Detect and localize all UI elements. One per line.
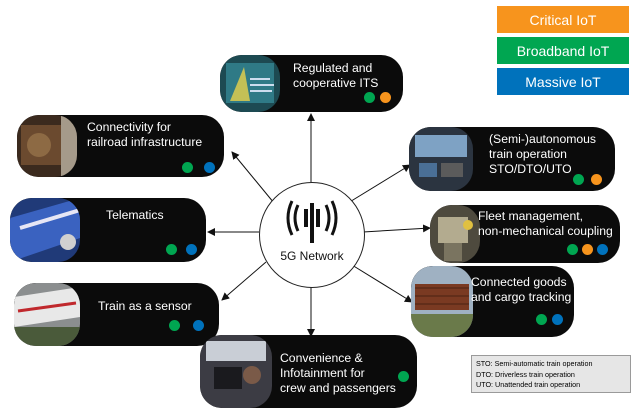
its-label: Regulated and cooperative ITS <box>293 61 379 90</box>
category-dot-massive-iot <box>186 244 197 255</box>
usecase-infotainment: Convenience & Infotainment for crew and … <box>200 335 417 408</box>
category-dot-critical-iot <box>380 92 391 103</box>
footnote-box: STO: Semi-automatic train operation DTO:… <box>471 355 631 393</box>
category-dot-critical-iot <box>582 244 593 255</box>
category-dot-broadband-iot <box>536 314 547 325</box>
footnote-sto: STO: Semi-automatic train operation <box>476 359 593 368</box>
rail-infra-photo <box>17 115 77 177</box>
infotainment-photo <box>200 335 272 408</box>
usecase-autonomous-train-operation: (Semi-)autonomous train operation STO/DT… <box>409 127 615 191</box>
category-dot-broadband-iot <box>182 162 193 173</box>
footnote-dto: DTO: Driverless train operation <box>476 369 575 379</box>
fleet-photo <box>430 205 480 263</box>
fleet-label: Fleet management, non-mechanical couplin… <box>478 209 613 238</box>
category-dot-massive-iot <box>552 314 563 325</box>
connector-arrow <box>347 164 411 204</box>
telematics-photo <box>10 198 80 262</box>
connector-arrow <box>362 224 431 233</box>
usecase-cargo-tracking: Connected goods and cargo tracking <box>411 266 574 337</box>
usecase-train-as-sensor: Train as a sensor <box>14 283 219 346</box>
hub-label: 5G Network <box>280 249 344 263</box>
rail-infra-label: Connectivity for railroad infrastructure <box>87 120 203 149</box>
category-dot-broadband-iot <box>398 371 409 382</box>
sensor-photo <box>14 283 80 346</box>
autonomous-photo <box>409 127 473 191</box>
category-dot-broadband-iot <box>567 244 578 255</box>
category-dot-massive-iot <box>193 320 204 331</box>
usecase-telematics: Telematics <box>10 198 206 262</box>
infotainment-label: Convenience & Infotainment for crew and … <box>280 351 396 395</box>
network-hub: 5G Network <box>259 182 365 288</box>
its-photo <box>220 55 280 112</box>
connector-arrow <box>231 151 275 204</box>
usecase-railroad-infrastructure: Connectivity for railroad infrastructure <box>17 115 224 177</box>
category-dot-broadband-iot <box>364 92 375 103</box>
antenna-icon <box>286 200 338 243</box>
cargo-photo <box>411 266 473 337</box>
legend-critical-iot: Critical IoT <box>497 6 629 33</box>
footnote-uto: UTO: Unattended train operation <box>476 380 581 389</box>
autonomous-label: (Semi-)autonomous train operation STO/DT… <box>489 132 597 176</box>
connector-arrow <box>221 261 267 301</box>
usecase-regulated-its: Regulated and cooperative ITS <box>220 55 403 112</box>
cargo-label: Connected goods and cargo tracking <box>471 275 572 304</box>
category-dot-critical-iot <box>591 174 602 185</box>
category-dot-broadband-iot <box>169 320 180 331</box>
connector-arrow <box>351 264 413 303</box>
legend-broadband-iot: Broadband IoT <box>497 37 629 64</box>
legend-massive-iot: Massive IoT <box>497 68 629 95</box>
category-dot-massive-iot <box>597 244 608 255</box>
sensor-label: Train as a sensor <box>98 299 192 313</box>
category-dot-broadband-iot <box>573 174 584 185</box>
usecase-fleet-management: Fleet management, non-mechanical couplin… <box>430 205 620 263</box>
telematics-label: Telematics <box>106 208 164 222</box>
category-dot-massive-iot <box>204 162 215 173</box>
category-dot-broadband-iot <box>166 244 177 255</box>
